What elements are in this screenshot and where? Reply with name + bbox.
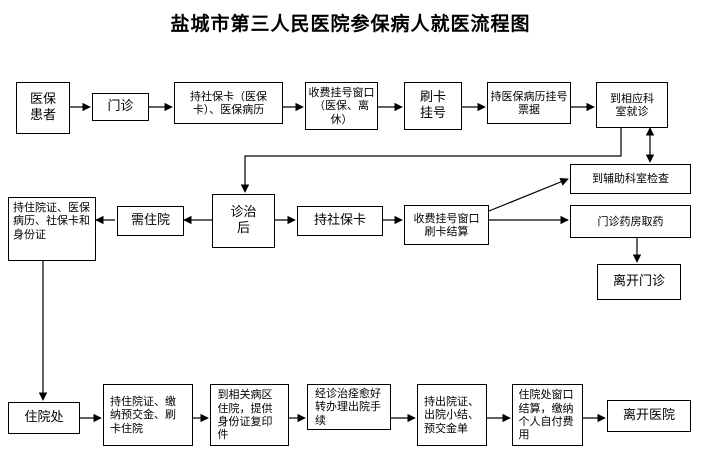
arrow-settlement-to-aux-exam (488, 177, 569, 212)
node-admission-docs: 持住院证、医保病历、社保卡和身份证 (8, 197, 96, 261)
node-go-department: 到相应科室就诊 (596, 82, 668, 128)
node-aux-exam: 到辅助科室检查 (570, 164, 691, 194)
node-leave-hospital: 离开医院 (607, 400, 691, 432)
node-ward: 到相关病区住院，提供身份证复印件 (210, 384, 289, 446)
node-bring-receipt: 持医保病历挂号票据 (487, 82, 571, 124)
node-bring-discharge: 持出院证、出院小结、预交金单 (417, 384, 487, 446)
node-discharge-procedure: 经诊治痊愈好转办理出院手续 (307, 384, 391, 430)
node-settlement-window: 收费挂号窗口刷卡结算 (404, 205, 489, 245)
node-pharmacy: 门诊药房取药 (570, 205, 691, 238)
arrow-department-to-after-treatment (240, 128, 622, 193)
page-title: 盐城市第三人民医院参保病人就医流程图 (170, 13, 531, 35)
node-swipe-card: 刷卡挂号 (404, 82, 462, 130)
node-registration-window: 收费挂号窗口（医保、离休） (305, 82, 378, 130)
node-bring-admission: 持住院证、缴纳预交金、刷卡住院 (103, 384, 193, 446)
node-outpatient: 门诊 (92, 93, 149, 121)
node-bring-card: 持社保卡（医保卡）、医保病历 (174, 82, 283, 124)
node-patient: 医保患者 (16, 82, 70, 134)
node-discharge-settlement: 住院处窗口结算，缴纳个人自付费用 (512, 384, 583, 446)
node-inpatient: 住院处 (8, 402, 80, 434)
node-need-admission: 需住院 (117, 206, 184, 236)
node-leave-outpatient: 离开门诊 (597, 264, 681, 300)
node-bring-social-card: 持社保卡 (297, 206, 383, 236)
node-after-treatment: 诊治后 (212, 194, 275, 248)
